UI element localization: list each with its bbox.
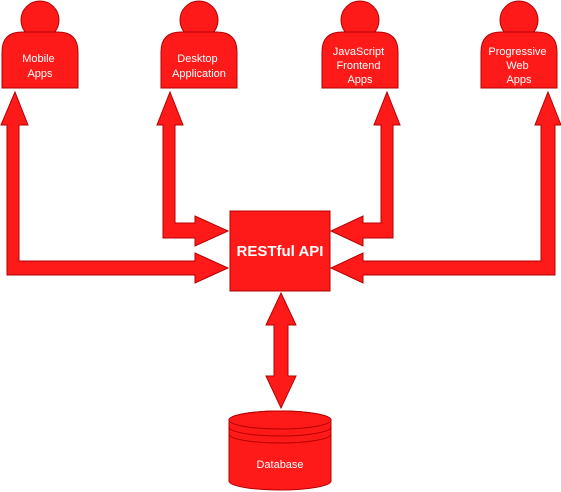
- api-node: RESTful API: [229, 210, 331, 292]
- client-label: Desktop Application: [172, 53, 226, 80]
- database-label: Database: [256, 459, 303, 471]
- client-label-line: Progressive: [488, 46, 546, 58]
- client-label-line: Application: [172, 68, 226, 80]
- database-node: Database: [228, 410, 332, 491]
- user-icon: [480, 0, 558, 89]
- client-mobile-apps: Mobile Apps: [1, 0, 79, 89]
- client-label-line: Apps: [27, 68, 53, 80]
- client-label-line: JavaScript: [333, 46, 384, 58]
- user-icon: [1, 0, 79, 89]
- client-label-line: Apps: [506, 74, 532, 86]
- client-label-line: Mobile: [22, 53, 54, 65]
- client-label-line: Web: [506, 60, 528, 72]
- client-label: JavaScript Frontend Apps: [333, 46, 387, 86]
- arrow-pwa-api: [329, 90, 561, 284]
- client-desktop-application: Desktop Application: [160, 0, 238, 89]
- client-label: Progressive Web Apps: [488, 46, 549, 86]
- database-icon: [228, 410, 332, 491]
- client-javascript-frontend-apps: JavaScript Frontend Apps: [321, 0, 399, 89]
- arrow-mobile-api: [0, 90, 230, 284]
- client-label-line: Apps: [347, 74, 373, 86]
- user-icon: [321, 0, 399, 89]
- api-label: RESTful API: [237, 243, 324, 260]
- client-progressive-web-apps: Progressive Web Apps: [480, 0, 558, 89]
- arrow-desktop-api: [156, 90, 230, 247]
- arrow-api-database: [265, 291, 297, 410]
- user-icon: [160, 0, 238, 89]
- arrow-javascript-api: [329, 90, 401, 247]
- client-label: Mobile Apps: [22, 53, 57, 80]
- client-label-line: Frontend: [336, 60, 380, 72]
- client-label-line: Desktop: [177, 53, 217, 65]
